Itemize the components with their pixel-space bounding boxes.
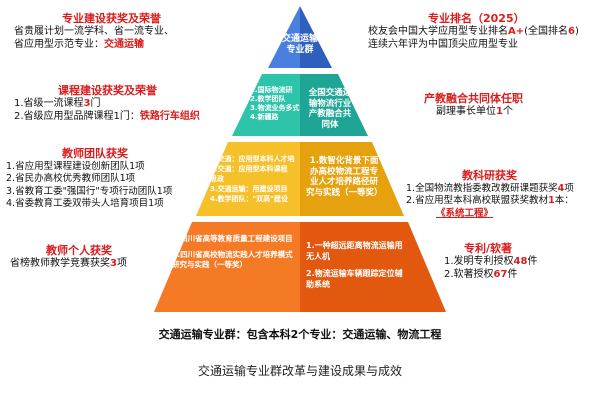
layer4-right-items: 1.一种超远距离物流运输用无人机 2.物流运输车辆跟踪定位辅助系统 [306,240,406,290]
annotation-number: 3 [110,258,117,269]
annotation-line: 1.全国物流教指委教改教研课题获奖4项 [406,183,574,196]
annotation-number: 4 [557,182,565,194]
annotation-line: 1.发明专利授权48件 [444,255,537,268]
annotation-line: 省应用型示范专业：交通运输 [14,38,174,51]
annotation-text: 件 [507,269,518,280]
annotation-line: 1.省应用型课程建设创新团队1项 [6,160,145,172]
annotation-text: 1.省级一流课程 [14,98,84,109]
annotation-text: 2.省应用型本科高校联盟获奖教材 [406,195,549,206]
annotation-patents: 专利/软著 1.发明专利授权48件 2.软著授权67件 [444,242,537,281]
annotation-personal-awards: 教师个人获奖 省榜教师教学竞赛获奖3项 [10,244,127,270]
annotation-course-awards: 课程建设获奖及荣誉 1.省级一流课程3门 2.省级应用型品牌课程1门：铁路行车组… [14,84,200,123]
pyramid-layer4-left [154,222,300,312]
annotation-text: 项 [564,182,574,194]
list-item: 1.四川省高等教育质量工程建设项目 [172,234,293,243]
annotation-highlight: 铁路行车组织 [139,111,200,122]
pyramid-layer3-left [196,142,300,216]
annotation-text: 2.软著授权 [444,269,494,280]
apex-title: 交通运输专业群 [281,34,318,55]
annotation-number: 48 [513,256,528,267]
annotation-text: ) [575,26,579,37]
annotation-line: 省贵履计划一流学科、省一流专业、 [14,26,174,37]
annotation-industry-role: 产教融合共同体任职 副理事长单位1个 [424,92,523,118]
list-item: 4.教学团队："双高"建设 [210,195,288,203]
annotation-team-awards: 教师团队获奖 1.省应用型课程建设创新团队1项 2.省民办高校优秀教师团队1项 … [6,147,173,211]
layer3-right-text: 1.数智化背景下面办高校物流工程专业人才培养路径研究与实践（一等奖） [306,156,383,198]
list-item: 2.交通：应用型本科课程 思政 [210,165,288,183]
list-item: 2.四川省高校物流实践人才培养模式研究与实践（一等奖） [172,250,293,269]
annotation-heading: 教师团队获奖 [62,147,128,160]
pyramid-layer2-left [232,74,300,136]
annotation-text: 项 [116,258,127,269]
annotation-heading: 课程建设获奖及荣誉 [58,84,157,97]
annotation-text: 省应用型示范专业： [14,39,104,50]
annotation-text: 1.发明专利授权 [444,256,514,267]
pyramid-layer2-right [300,74,368,136]
annotation-heading: 教师个人获奖 [46,244,112,257]
annotation-text: 门 [90,98,101,109]
annotation-heading: 专业排名（2025） [428,12,525,25]
summary-text: 交通运输专业群：包含本科2个专业：交通运输、物流工程 [158,328,442,341]
annotation-heading: 教科研获奖 [462,169,517,182]
annotation-highlight: 《系统工程》 [436,207,494,219]
annotation-line: 2.省应用型本科高校联盟获奖教材1本： [406,195,574,208]
list-item: 2.教学团队 [250,95,286,103]
annotation-highlight: A+ [508,26,525,37]
annotation-line: 2.软著授权67件 [444,268,537,281]
annotation-text: 省榜教师教学竞赛获奖 [10,258,110,269]
annotation-major-awards: 专业建设获奖及荣誉 省贵履计划一流学科、省一流专业、 省应用型示范专业：交通运输 [14,12,174,51]
annotation-number: 1 [496,106,503,117]
layer4-left-items: 1.四川省高等教育质量工程建设项目 2.四川省高校物流实践人才培养模式研究与实践… [172,234,296,270]
annotation-highlight: 交通运输 [104,39,144,50]
annotation-text: 件 [527,256,538,267]
pyramid-layer3-right [300,142,404,216]
layer2-right-text: 全国交通运输物流行业产教融合共同体 [308,88,352,130]
annotation-line: 省榜教师教学竞赛获奖3项 [10,257,127,270]
list-item: 1.交通：应用型本科人才培 [210,155,295,163]
pyramid-apex-side [300,6,332,68]
annotation-number: 1 [548,195,555,206]
annotation-number: 3 [83,98,91,109]
list-item: 2.物流运输车辆跟踪定位辅助系统 [306,269,403,289]
annotation-text: 本： [554,195,574,206]
annotation-text: (全国排名 [524,26,569,37]
annotation-number: 67 [493,269,508,280]
list-item: 4.新疆路 [250,113,279,121]
list-item: 3.物流业务多式 [250,104,300,112]
annotation-line: 校友会中国大学应用型专业排名A+(全国排名6) [368,25,579,38]
annotation-line: 副理事长单位1个 [436,105,523,118]
annotation-line: 连续六年评为中国顶尖应用型专业 [368,39,518,50]
annotation-line: 4.省委教育工委双带头人培育项目1项 [6,198,164,209]
annotation-research-awards: 教科研获奖 1.全国物流教指委教改教研课题获奖4项 2.省应用型本科高校联盟获奖… [406,169,574,220]
annotation-line: 3.省教育工委"强国行"专项行动团队1项 [6,185,173,197]
annotation-text: 副理事长单位 [436,106,496,117]
layer2-left-items: 1.国际物流研 2.教学团队 3.物流业务多式 4.新疆路 [250,86,300,122]
annotation-heading: 产教融合共同体任职 [424,92,523,105]
list-item: 3.交通运输：用建设项目 [210,185,288,193]
annotation-text: 校友会中国大学应用型专业排名 [368,26,508,37]
annotation-text: 1.全国物流教指委教改教研课题获奖 [406,182,558,194]
annotation-number: 6 [568,26,575,37]
annotation-ranking: 专业排名（2025） 校友会中国大学应用型专业排名A+(全国排名6) 连续六年评… [368,12,579,51]
pyramid-layer4-right [300,222,446,312]
annotation-text: 2.省级应用型品牌课程1门： [14,111,140,122]
layer3-left-items: 1.交通：应用型本科人才培 2.交通：应用型本科课程 思政 3.交通运输：用建设… [210,154,296,204]
annotation-heading: 专业建设获奖及荣誉 [62,12,161,25]
annotation-heading: 专利/软著 [464,242,513,255]
figure-caption: 交通运输专业群改革与建设成果与成效 [197,364,402,378]
annotation-line: 2.省民办高校优秀教师团队1项 [6,173,136,184]
annotation-line: 1.省级一流课程3门 [14,97,200,110]
list-item: 1.国际物流研 [250,86,293,94]
annotation-text: 个 [502,106,513,117]
list-item: 1.一种超远距离物流运输用无人机 [306,241,403,261]
pyramid-apex-front [268,6,300,68]
annotation-line: 2.省级应用型品牌课程1门：铁路行车组织 [14,110,200,123]
